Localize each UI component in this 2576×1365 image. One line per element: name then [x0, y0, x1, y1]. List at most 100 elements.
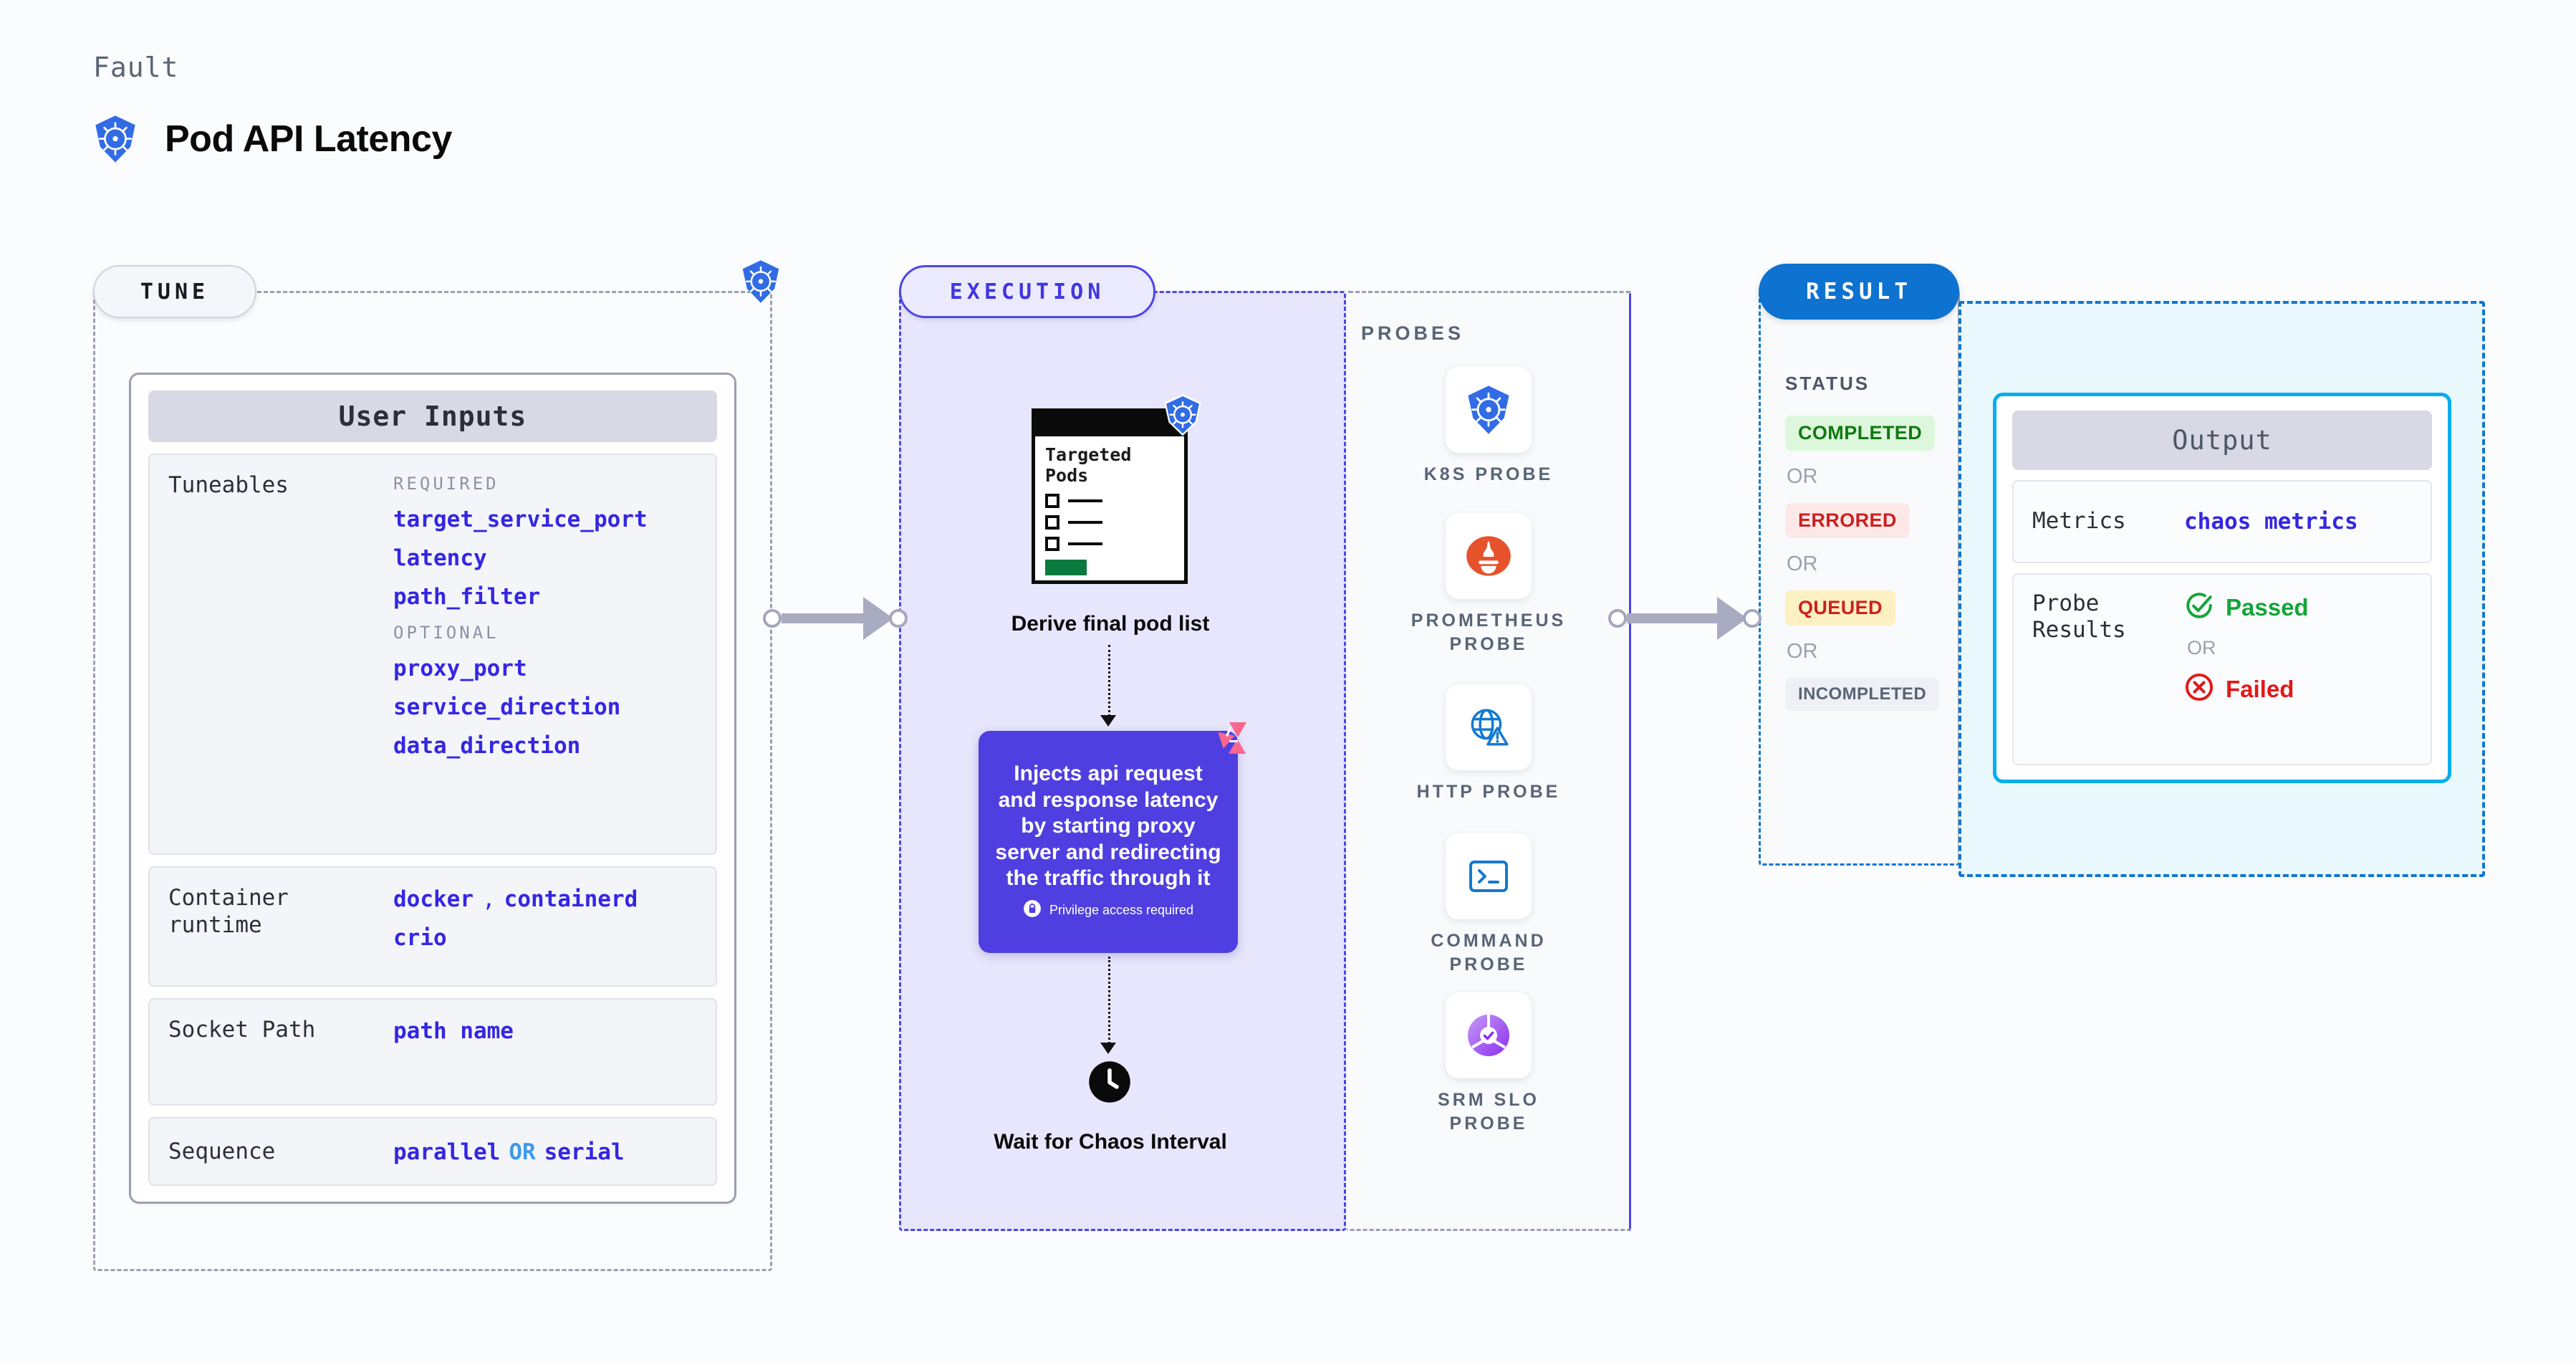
runtime-docker[interactable]: docker	[393, 886, 474, 912]
pod-progress-bar	[1045, 559, 1087, 575]
tuneable-path-filter[interactable]: path_filter	[393, 584, 541, 610]
derive-pod-list-label: Derive final pod list	[1011, 612, 1210, 636]
pod-checkbox-row	[1045, 514, 1174, 530]
inject-latency-card: Injects api request and response latency…	[979, 722, 1246, 953]
connector-shaft	[782, 613, 865, 623]
page-title: Pod API Latency	[165, 118, 452, 160]
probe-result-failed: Failed	[2184, 672, 2309, 706]
targeted-pods-card: Targeted Pods	[1032, 394, 1201, 584]
tune-section-pill[interactable]: TUNE	[93, 265, 256, 318]
pod-checkbox-row	[1045, 493, 1174, 508]
probe-command[interactable]: COMMAND PROBE	[1403, 833, 1575, 976]
checkbox-icon[interactable]	[1045, 514, 1059, 530]
kubernetes-icon	[1446, 367, 1532, 453]
probes-right-divider	[1629, 291, 1631, 1231]
sequence-serial[interactable]: serial	[544, 1139, 625, 1165]
lock-icon	[1023, 899, 1042, 921]
runtime-separator: ,	[481, 886, 496, 912]
pod-checkbox-row	[1045, 536, 1174, 551]
socket-path-value[interactable]: path name	[393, 1018, 514, 1044]
probe-results-label: Probe Results	[2032, 590, 2126, 643]
output-title: Output	[2012, 411, 2432, 470]
tune-section-frame	[93, 291, 772, 1271]
tuneable-service-direction[interactable]: service_direction	[393, 694, 621, 720]
terminal-icon	[1446, 833, 1532, 919]
required-tag: REQUIRED	[393, 474, 499, 494]
sequence-parallel[interactable]: parallel	[393, 1139, 501, 1165]
tuneable-proxy-port[interactable]: proxy_port	[393, 656, 527, 681]
socket-path-label: Socket Path	[168, 1017, 316, 1043]
sequence-row: Sequence parallel OR serial	[148, 1117, 717, 1186]
targeted-pods-title: Targeted Pods	[1045, 444, 1132, 486]
tuneable-data-direction[interactable]: data_direction	[393, 733, 581, 759]
inject-description: Injects api request and response latency…	[995, 762, 1221, 891]
privilege-note-text: Privilege access required	[1049, 902, 1194, 917]
status-or-label: OR	[1787, 640, 1818, 663]
kubernetes-icon	[1163, 394, 1203, 439]
result-section-pill[interactable]: RESULT	[1759, 264, 1959, 320]
status-badge-incompleted: INCOMPLETED	[1785, 678, 1940, 711]
checkbox-icon[interactable]	[1045, 493, 1059, 508]
output-card: Output Metrics chaos metrics Probe Resul…	[1993, 393, 2451, 783]
runtime-containerd[interactable]: containerd	[504, 886, 638, 912]
probe-label: PROMETHEUS PROBE	[1410, 610, 1567, 654]
connector-end-dot	[889, 609, 908, 628]
tuneables-label: Tuneables	[168, 472, 289, 498]
globe-warning-icon	[1446, 684, 1532, 770]
status-title: STATUS	[1785, 373, 1870, 394]
check-circle-icon	[2184, 590, 2214, 624]
probe-result-passed: Passed	[2184, 590, 2309, 624]
probe-label: SRM SLO PROBE	[1438, 1090, 1539, 1134]
kubernetes-icon	[739, 259, 782, 307]
metrics-value[interactable]: chaos metrics	[2184, 509, 2358, 535]
status-badge-errored: ERRORED	[1785, 503, 1910, 538]
optional-tag: OPTIONAL	[393, 623, 499, 643]
failed-label: Failed	[2226, 675, 2294, 702]
probes-title: PROBES	[1361, 322, 1465, 344]
pod-line	[1068, 542, 1102, 545]
user-inputs-title: User Inputs	[148, 391, 717, 442]
container-runtime-label: Container runtime	[168, 885, 289, 938]
tuneable-latency[interactable]: latency	[393, 545, 487, 571]
flow-arrowhead-icon	[1100, 715, 1116, 727]
status-or-label: OR	[1787, 465, 1818, 488]
connector-tune-to-execution	[763, 597, 908, 640]
x-circle-icon	[2184, 672, 2214, 706]
litmus-icon	[1208, 721, 1248, 762]
checkbox-icon[interactable]	[1045, 536, 1059, 551]
prometheus-icon	[1446, 513, 1532, 599]
probe-prometheus[interactable]: PROMETHEUS PROBE	[1403, 513, 1575, 656]
status-list: COMPLETED OR ERRORED OR QUEUED OR INCOMP…	[1785, 416, 1940, 711]
probe-srm-slo[interactable]: SRM SLO PROBE	[1403, 992, 1575, 1135]
passed-label: Passed	[2226, 593, 2309, 621]
probe-label: K8S PROBE	[1423, 464, 1554, 484]
targeted-pods-titlebar	[1035, 412, 1184, 436]
metrics-label: Metrics	[2032, 508, 2126, 535]
probe-http[interactable]: HTTP PROBE	[1403, 684, 1575, 804]
flow-connector-dashed	[1108, 645, 1110, 717]
connector-shaft	[1627, 613, 1719, 623]
probe-k8s[interactable]: K8S PROBE	[1403, 367, 1575, 487]
execution-section-pill[interactable]: EXECUTION	[899, 265, 1155, 318]
fault-eyebrow-label: Fault	[93, 52, 179, 83]
flow-arrowhead-icon	[1100, 1043, 1116, 1054]
socket-path-row: Socket Path path name	[148, 998, 717, 1106]
sequence-operator: OR	[509, 1139, 536, 1165]
tuneable-target-service-port[interactable]: target_service_port	[393, 507, 648, 532]
connector-arrow-icon	[863, 597, 893, 640]
runtime-crio[interactable]: crio	[393, 925, 447, 951]
kubernetes-icon	[92, 115, 139, 163]
page-title-row: Pod API Latency	[92, 115, 452, 163]
result-section-frame	[1759, 289, 1959, 866]
connector-end-dot	[1743, 609, 1762, 628]
container-runtime-row: Container runtime docker , containerd cr…	[148, 866, 717, 987]
flow-connector-dashed	[1108, 957, 1110, 1044]
pod-line	[1068, 520, 1102, 524]
slo-donut-icon	[1446, 992, 1532, 1078]
connector-arrow-icon	[1717, 597, 1747, 640]
probe-results-row: Probe Results Passed OR	[2012, 573, 2432, 765]
status-badge-completed: COMPLETED	[1785, 416, 1936, 451]
probe-label: COMMAND PROBE	[1431, 931, 1547, 974]
tuneables-row: Tuneables REQUIRED target_service_port l…	[148, 454, 717, 855]
status-or-label: OR	[1787, 552, 1818, 575]
